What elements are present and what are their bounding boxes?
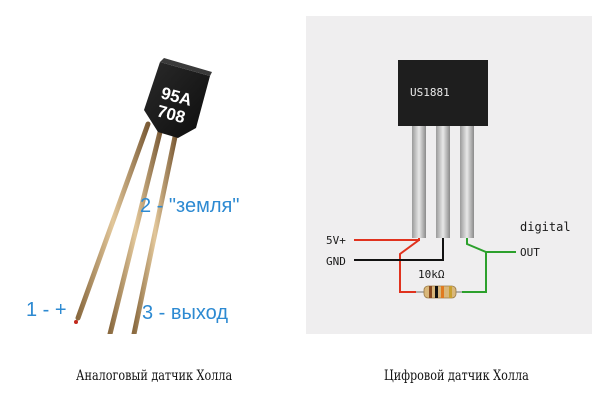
digital-out-label-2: OUT	[520, 246, 540, 259]
digital-out-label-1: digital	[520, 220, 571, 234]
digital-caption: Цифровой датчик Холла	[384, 368, 529, 384]
pull-up-resistor	[416, 285, 462, 299]
pin-1-tip	[74, 320, 78, 324]
digital-chip-body: US1881	[398, 60, 488, 126]
pin-2-label: 2 - "земля"	[140, 195, 239, 217]
vcc-label: 5V+	[326, 234, 346, 247]
analog-caption: Аналоговый датчик Холла	[76, 368, 233, 384]
resistor-green-wire	[456, 252, 487, 293]
sensor-legs	[75, 121, 179, 334]
resistor-label: 10kΩ	[418, 268, 445, 281]
pin-out	[460, 126, 474, 238]
digital-wiring-diagram: US1881 5V+	[326, 60, 571, 299]
digital-sensor-figure: US1881 5V+	[306, 16, 592, 334]
out-wire	[466, 238, 516, 253]
analog-sensor-illustration: 95A 708 2 - "земля" 1 - + 3 - выход	[26, 58, 239, 334]
pin-vcc	[412, 126, 426, 238]
leg-1	[75, 121, 151, 321]
pin-gnd	[436, 126, 450, 238]
digital-chip-marking: US1881	[410, 86, 450, 99]
vcc-wire	[354, 238, 420, 241]
pin-3-label: 3 - выход	[142, 302, 228, 324]
analog-chip-body: 95A 708	[144, 58, 212, 138]
leg-2	[107, 125, 164, 334]
pin-1-label: 1 - +	[26, 299, 67, 321]
gnd-wire	[354, 238, 444, 261]
leg-3	[131, 129, 179, 334]
analog-sensor-figure: 95A 708 2 - "земля" 1 - + 3 - выход	[10, 16, 300, 334]
gnd-label: GND	[326, 255, 346, 268]
pull-up-wire	[399, 238, 424, 293]
digital-chip-pins	[412, 126, 474, 238]
